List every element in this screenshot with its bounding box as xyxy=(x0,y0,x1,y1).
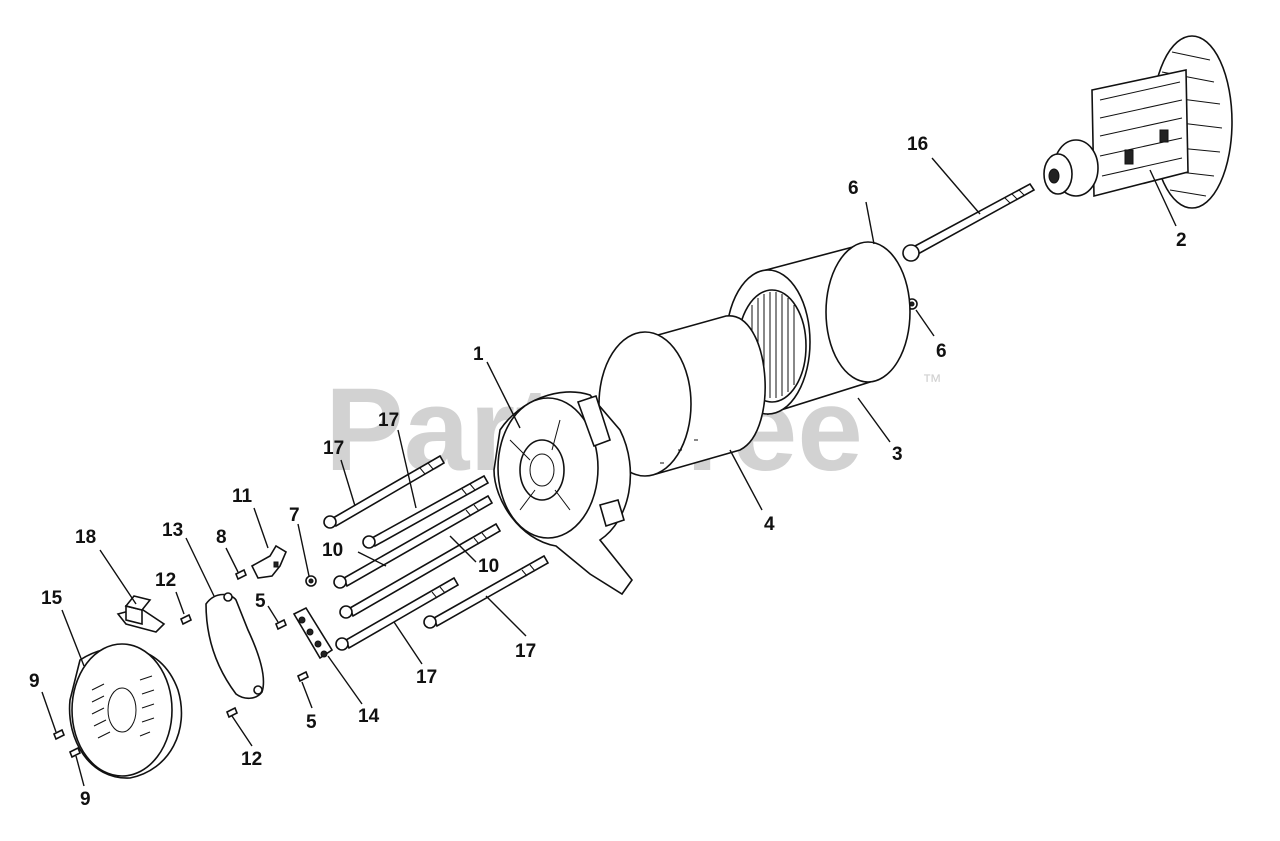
callout-9-lower: 9 xyxy=(80,789,91,810)
watermark-trademark: ™ xyxy=(922,371,942,393)
callout-10-right: 10 xyxy=(478,556,499,577)
callout-13: 13 xyxy=(162,520,183,541)
terminal-block[interactable] xyxy=(292,606,334,660)
callout-6-upper: 6 xyxy=(848,178,859,199)
screw-12-lower[interactable] xyxy=(225,706,239,719)
callout-14: 14 xyxy=(358,706,380,727)
callout-17-d: 17 xyxy=(416,667,437,688)
callout-4: 4 xyxy=(764,514,775,535)
brush-cover[interactable] xyxy=(205,592,265,700)
callout-17-c: 17 xyxy=(515,641,536,662)
callout-2: 2 xyxy=(1176,230,1187,251)
screw-5-lower[interactable] xyxy=(296,670,310,683)
brush-holder[interactable] xyxy=(250,544,288,579)
end-cover[interactable] xyxy=(68,643,183,779)
screw-9-lower[interactable] xyxy=(68,746,82,759)
callout-16: 16 xyxy=(907,134,928,155)
callout-8: 8 xyxy=(216,527,227,548)
cover-clip[interactable] xyxy=(116,595,166,633)
long-bolt-17a[interactable] xyxy=(323,454,446,529)
callout-9-upper: 9 xyxy=(29,671,40,692)
stator[interactable] xyxy=(725,241,911,416)
rotor-assembly[interactable] xyxy=(1043,35,1233,209)
callout-5-lower: 5 xyxy=(306,712,317,733)
callout-15: 15 xyxy=(41,588,63,609)
callout-17-a: 17 xyxy=(323,438,344,459)
long-bolt-17c[interactable] xyxy=(335,576,460,651)
screw-7[interactable] xyxy=(305,575,317,587)
front-housing[interactable] xyxy=(493,391,634,596)
screw-12-upper[interactable] xyxy=(179,613,193,626)
screw-8[interactable] xyxy=(234,568,248,581)
callout-12-upper: 12 xyxy=(155,570,176,591)
leader-lines xyxy=(41,157,1177,787)
callout-11: 11 xyxy=(232,486,253,507)
callout-7: 7 xyxy=(289,505,300,526)
through-bolt[interactable] xyxy=(902,182,1036,262)
screw-9-upper[interactable] xyxy=(52,728,66,741)
callout-10-left: 10 xyxy=(322,540,343,561)
long-bolt-10b[interactable] xyxy=(339,522,502,619)
callout-18: 18 xyxy=(75,527,96,548)
long-bolt-17b[interactable] xyxy=(362,474,490,549)
callout-12-lower: 12 xyxy=(241,749,262,770)
callout-labels: 1 2 3 4 5 5 6 6 7 8 9 9 10 10 11 12 12 1… xyxy=(29,134,1187,810)
callout-5-upper: 5 xyxy=(255,591,266,612)
long-bolt-17d[interactable] xyxy=(423,554,550,629)
callout-3: 3 xyxy=(892,444,903,465)
callout-17-b: 17 xyxy=(378,410,399,431)
callout-6-lower: 6 xyxy=(936,341,947,362)
screw-5-upper[interactable] xyxy=(274,618,288,631)
callout-1: 1 xyxy=(473,344,484,365)
